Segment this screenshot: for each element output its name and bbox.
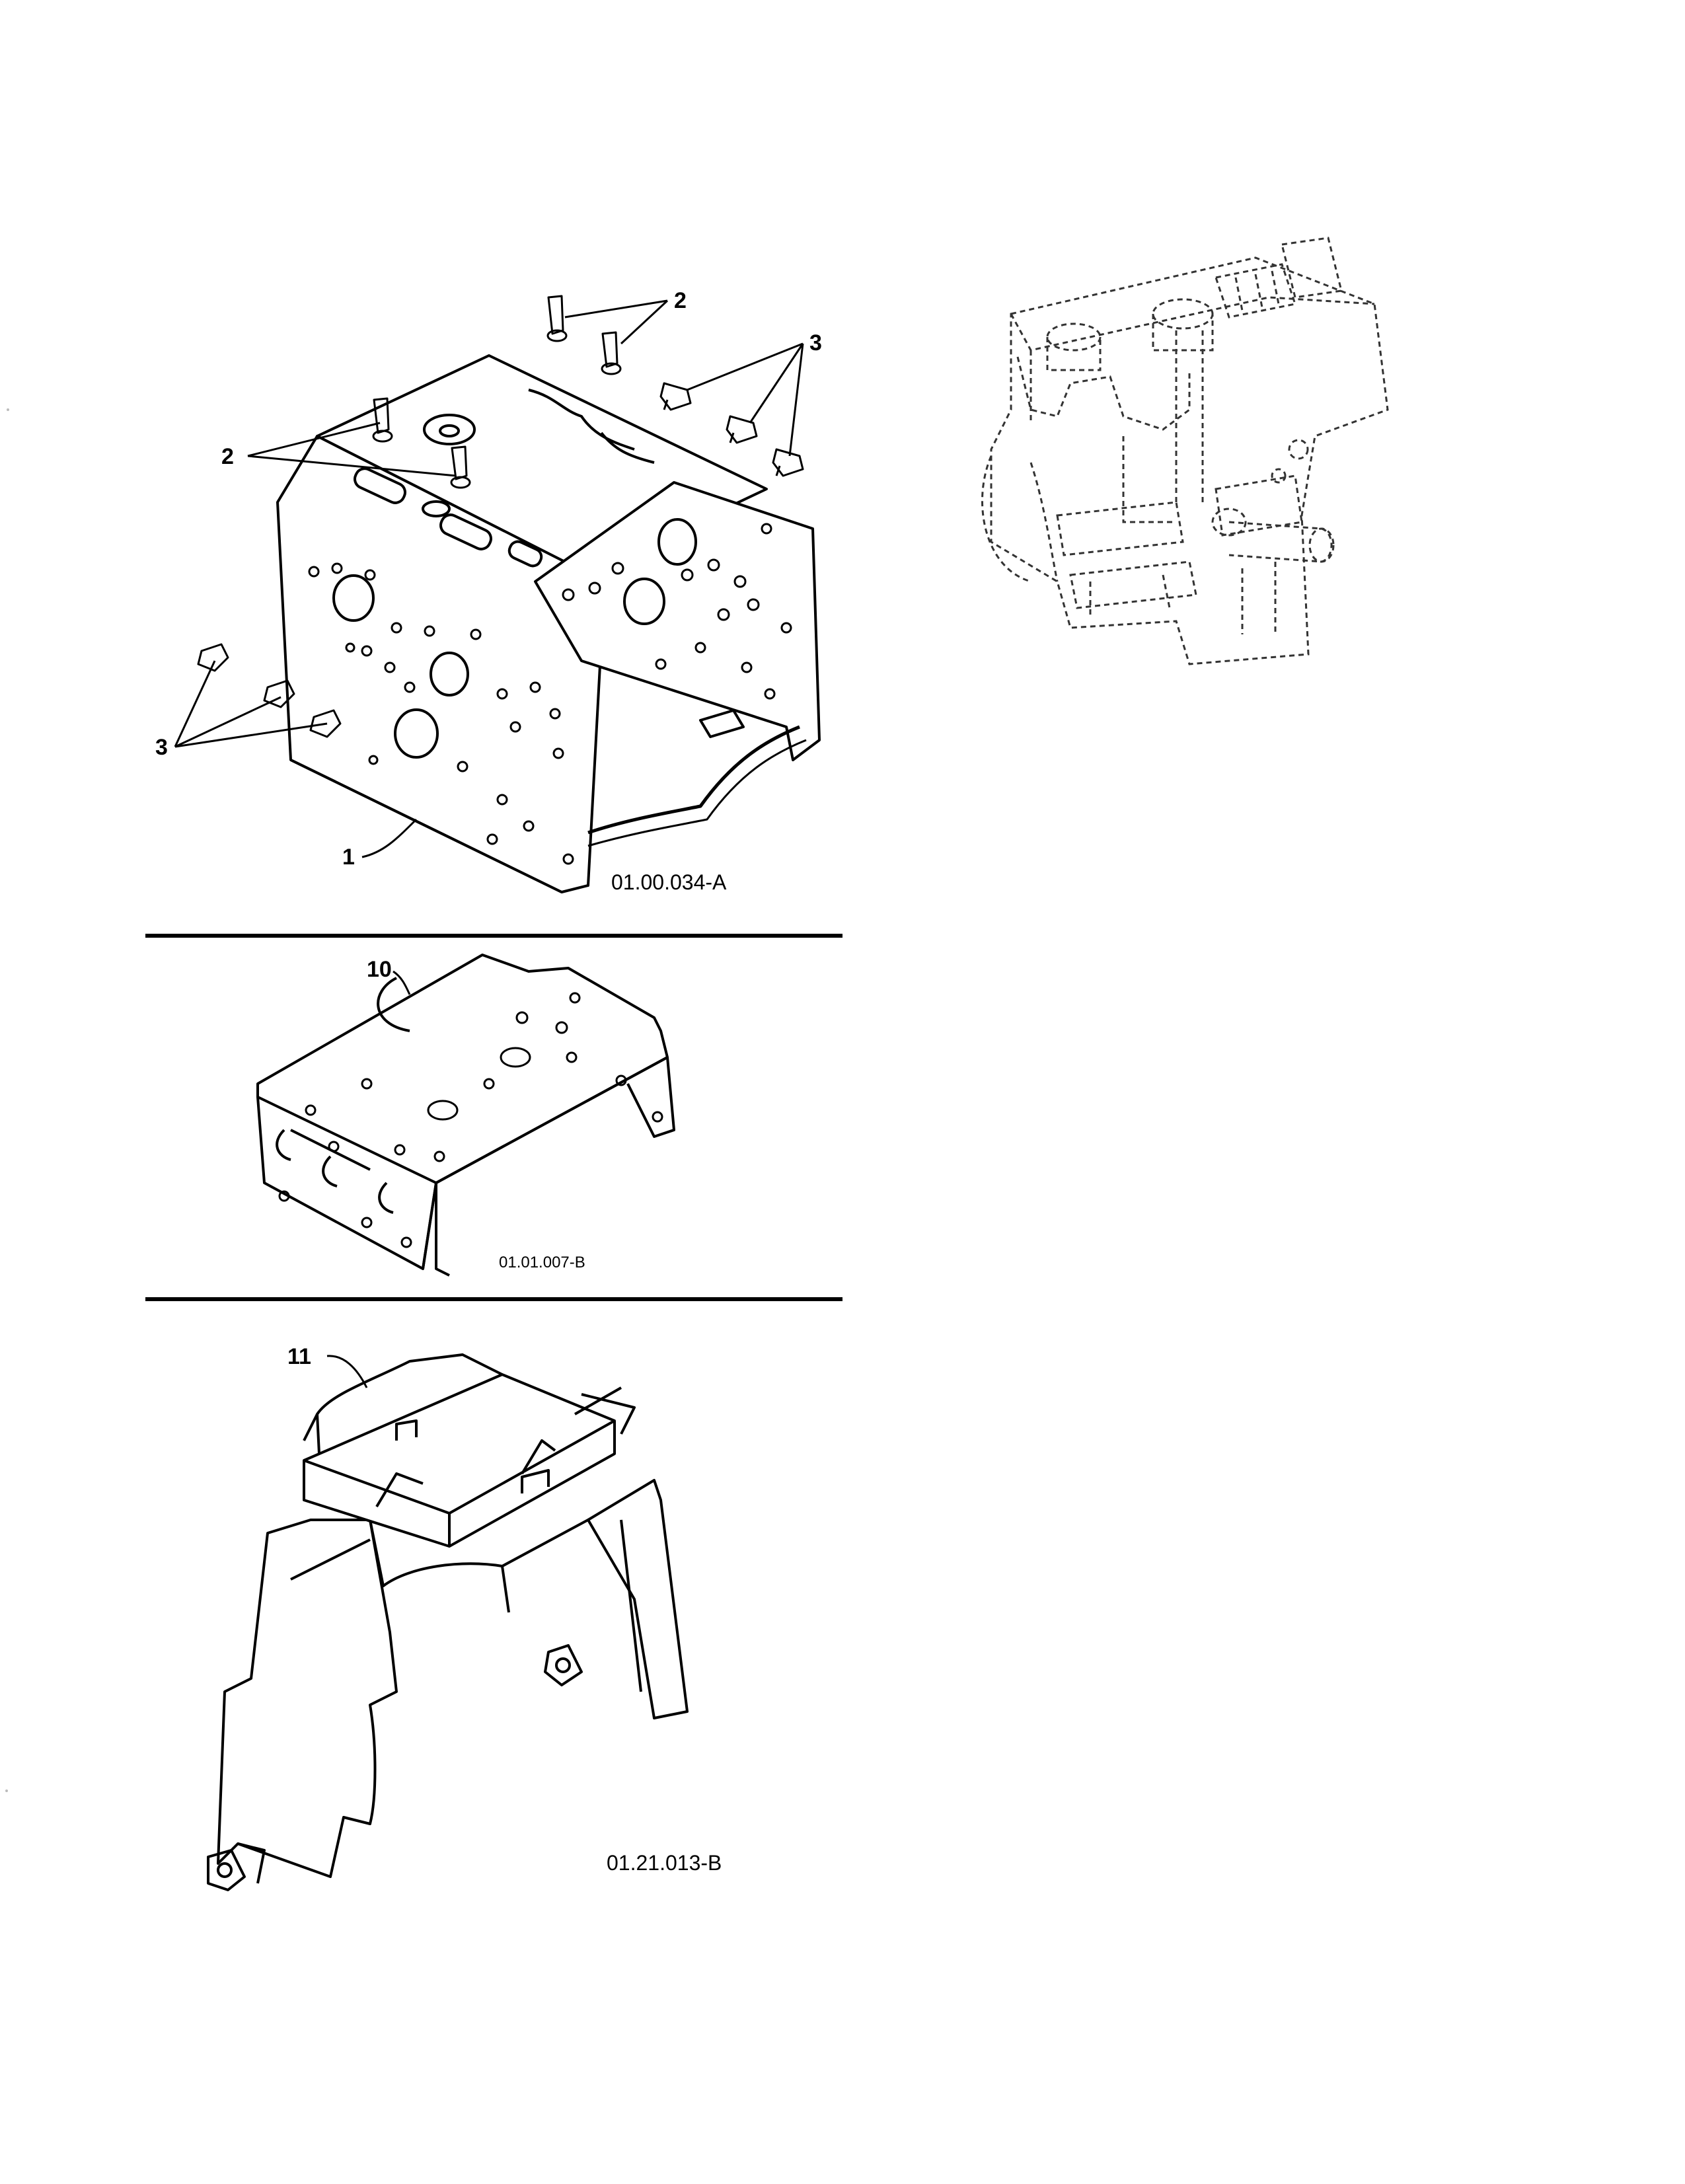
figure-shroud-leaders — [326, 1355, 368, 1388]
callout-2-left: 2 — [221, 444, 234, 469]
callout-3-left: 3 — [155, 735, 168, 760]
callout-1: 1 — [342, 845, 355, 870]
callout-11: 11 — [287, 1344, 311, 1369]
figure-id-shroud: 01.21.013-B — [607, 1851, 722, 1875]
callout-10: 10 — [367, 957, 392, 982]
figure-frame-leaders — [174, 299, 804, 858]
engine-reference-illustration — [981, 237, 1389, 665]
figure-id-frame: 01.00.034-A — [611, 870, 727, 894]
scan-specks — [5, 408, 9, 1792]
figure-frame-assembly — [197, 295, 821, 893]
figure-id-bracket: 01.01.007-B — [499, 1254, 585, 1271]
figure-bracket-leaders — [393, 970, 411, 995]
figure-bracket-plate — [256, 954, 675, 1277]
callout-2-top: 2 — [674, 288, 687, 313]
callout-3-top: 3 — [809, 330, 822, 356]
figure-shroud-assembly — [207, 1353, 689, 1891]
